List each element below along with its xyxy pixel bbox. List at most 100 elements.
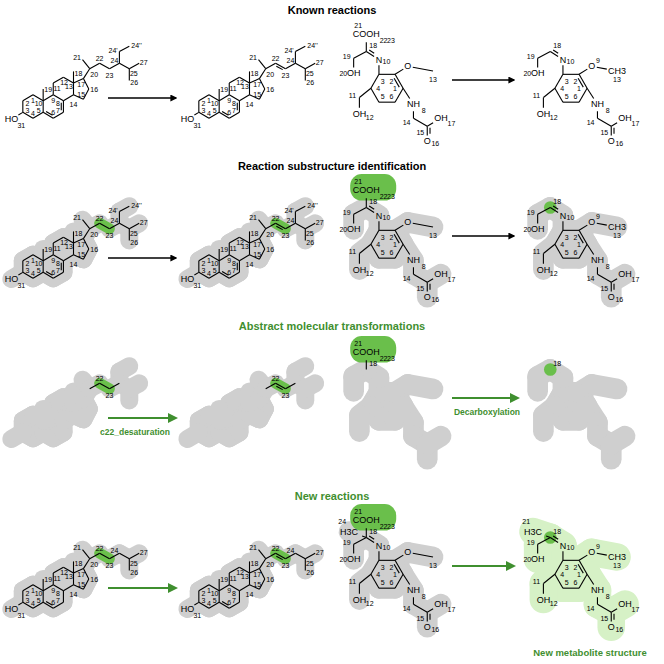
atom-symbol: COOH [353, 348, 380, 357]
atom-symbol: NH [591, 100, 604, 109]
atom-symbol: OH [537, 265, 551, 274]
atom-number: 18 [75, 70, 83, 77]
atom-number: 20 [266, 231, 274, 238]
chemical-bond [295, 206, 305, 211]
atom-number: 16 [90, 86, 98, 93]
atom-number: 3 [381, 563, 385, 570]
bond-shading [210, 409, 228, 421]
atom-number: 10 [567, 58, 575, 65]
chemical-bond [543, 583, 544, 593]
sterol-structure [18, 46, 139, 118]
chemical-bond [249, 231, 250, 243]
atom-number: 6 [51, 598, 55, 605]
atom-number: 2 [574, 563, 578, 570]
chemical-bond [597, 604, 611, 612]
chemical-bond [429, 284, 430, 290]
chemical-bond [611, 609, 617, 612]
atom-number: 16 [266, 86, 274, 93]
chemical-bond [249, 573, 250, 585]
atom-number: 12 [366, 600, 374, 607]
amino-acid-structure [533, 531, 625, 627]
atom-number: 10 [211, 590, 219, 597]
section-title: Abstract molecular transformations [239, 321, 425, 332]
atom-number: 23 [282, 71, 290, 78]
atom-number: 5 [565, 248, 569, 255]
atom-symbol: N [376, 211, 383, 220]
atom-number: 22 [272, 544, 280, 551]
chemical-bond [198, 261, 199, 273]
chemical-bond [562, 551, 563, 560]
chemical-bond [90, 63, 100, 68]
atom-number: 7 [56, 266, 60, 273]
atom-number: 21 [73, 544, 81, 551]
chemical-bond [249, 243, 250, 255]
atom-number: 24'' [131, 202, 141, 209]
chemical-bond [119, 52, 120, 64]
atom-number: 23 [387, 522, 395, 529]
chemical-bond [83, 220, 90, 229]
atom-symbol: OH [347, 225, 361, 234]
chemical-bond [119, 46, 129, 51]
chemical-bond [538, 537, 551, 544]
chemical-bond [579, 69, 587, 74]
atom-number: 31 [17, 611, 25, 618]
chemical-bond [286, 223, 296, 228]
chemical-bond [359, 583, 360, 593]
atom-number: 2 [25, 260, 29, 267]
chemical-bond [413, 118, 427, 126]
chemical-bond [413, 274, 427, 282]
chemical-bond [427, 609, 433, 612]
sterol-structure [187, 366, 315, 439]
chemical-bond [83, 559, 89, 569]
atom-number: 9 [227, 97, 231, 104]
chemical-bond [379, 230, 395, 231]
ring-shading [53, 567, 73, 590]
chemical-bond [403, 574, 410, 584]
atom-number: 21 [522, 518, 530, 525]
chemical-bond [587, 574, 594, 584]
atom-symbol: OH [434, 114, 448, 123]
atom-symbol: N [376, 55, 383, 64]
chemical-bond [579, 225, 587, 230]
atom-number: 11 [53, 245, 60, 252]
chemical-bond [359, 97, 360, 107]
atom-number: 24' [285, 46, 294, 53]
chemical-bond [379, 258, 395, 259]
chemical-bond [611, 126, 612, 135]
atom-number: 14 [403, 118, 411, 125]
chemical-bond [198, 591, 199, 603]
atom-number: 21 [73, 54, 81, 61]
atom-number: 16 [266, 576, 274, 583]
chemical-bond [259, 220, 266, 229]
atom-number: 1 [207, 97, 211, 104]
chemical-bond [259, 229, 265, 239]
reaction-arrow [452, 79, 514, 80]
chemical-bond [597, 267, 598, 274]
atom-number: 5 [37, 596, 41, 603]
chemical-bond [395, 225, 403, 230]
chemical-bond [413, 553, 433, 557]
chemical-bond [119, 63, 129, 68]
chemical-bond [100, 223, 110, 228]
atom-number: 11 [533, 248, 540, 255]
chemical-bond [219, 591, 220, 603]
atom-number: 26 [130, 239, 138, 246]
chemical-bond [276, 63, 286, 68]
atom-number: 25 [306, 70, 314, 77]
atom-number: 23 [106, 391, 114, 398]
reaction-arrow [452, 397, 518, 399]
atom-number: 1 [31, 97, 35, 104]
atom-number: 17 [631, 605, 639, 612]
chemical-bond [43, 579, 44, 591]
atom-number: 22 [380, 36, 388, 43]
atom-number: 4 [376, 241, 380, 248]
chemical-bond [73, 71, 74, 83]
chemical-bond [266, 383, 276, 388]
atom-symbol: CH3 [608, 223, 626, 232]
atom-number: 24'' [131, 42, 141, 49]
atom-number: 20 [339, 226, 347, 233]
atom-symbol: OH [531, 225, 545, 234]
atom-number: 7 [232, 596, 236, 603]
atom-number: 16 [266, 246, 274, 253]
